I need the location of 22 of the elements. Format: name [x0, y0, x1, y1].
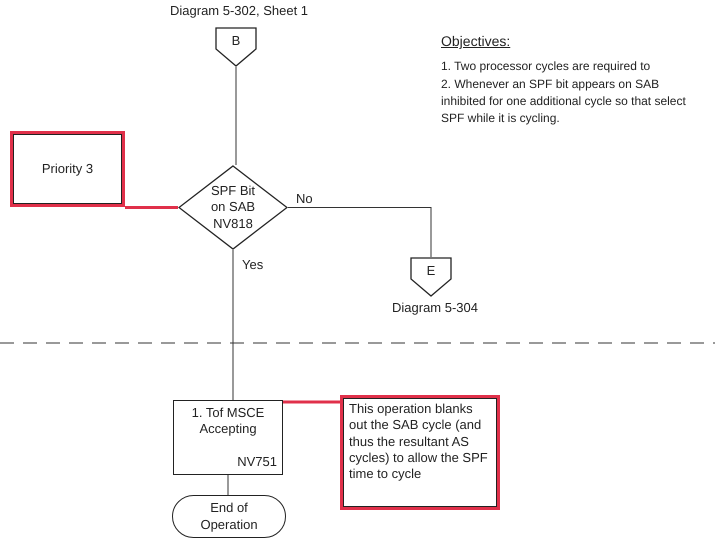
- connector-caption: Diagram 5-302, Sheet 1: [170, 3, 305, 18]
- node-text: B: [232, 33, 240, 50]
- decision-diamond: [178, 165, 288, 250]
- off-page-connector: [410, 257, 452, 297]
- terminal-box: [172, 495, 286, 538]
- process-box: [173, 400, 283, 475]
- connector-line: [283, 400, 340, 404]
- node-text: E: [426, 263, 436, 280]
- edge-label: Yes: [242, 257, 264, 272]
- connector-line: [125, 206, 178, 209]
- node-text: Priority 3: [42, 160, 94, 178]
- node-text: SPF Bit on SAB NV818: [210, 183, 256, 232]
- off-page-connector: [215, 27, 257, 67]
- node-text: NV751: [237, 454, 277, 470]
- annotation-box: [340, 395, 500, 510]
- connector-line: [288, 207, 432, 258]
- node-text: 1. Tof MSCE Accepting: [190, 405, 266, 438]
- node-text: This operation blanks out the SAB cycle (and thus the resultant AS cycles) to allow the SPF time to cycle: [349, 401, 489, 482]
- process-box: [10, 131, 125, 207]
- connector-line: [232, 250, 234, 400]
- section-heading: Objectives:: [441, 33, 510, 49]
- node-text: End of Operation: [199, 500, 259, 533]
